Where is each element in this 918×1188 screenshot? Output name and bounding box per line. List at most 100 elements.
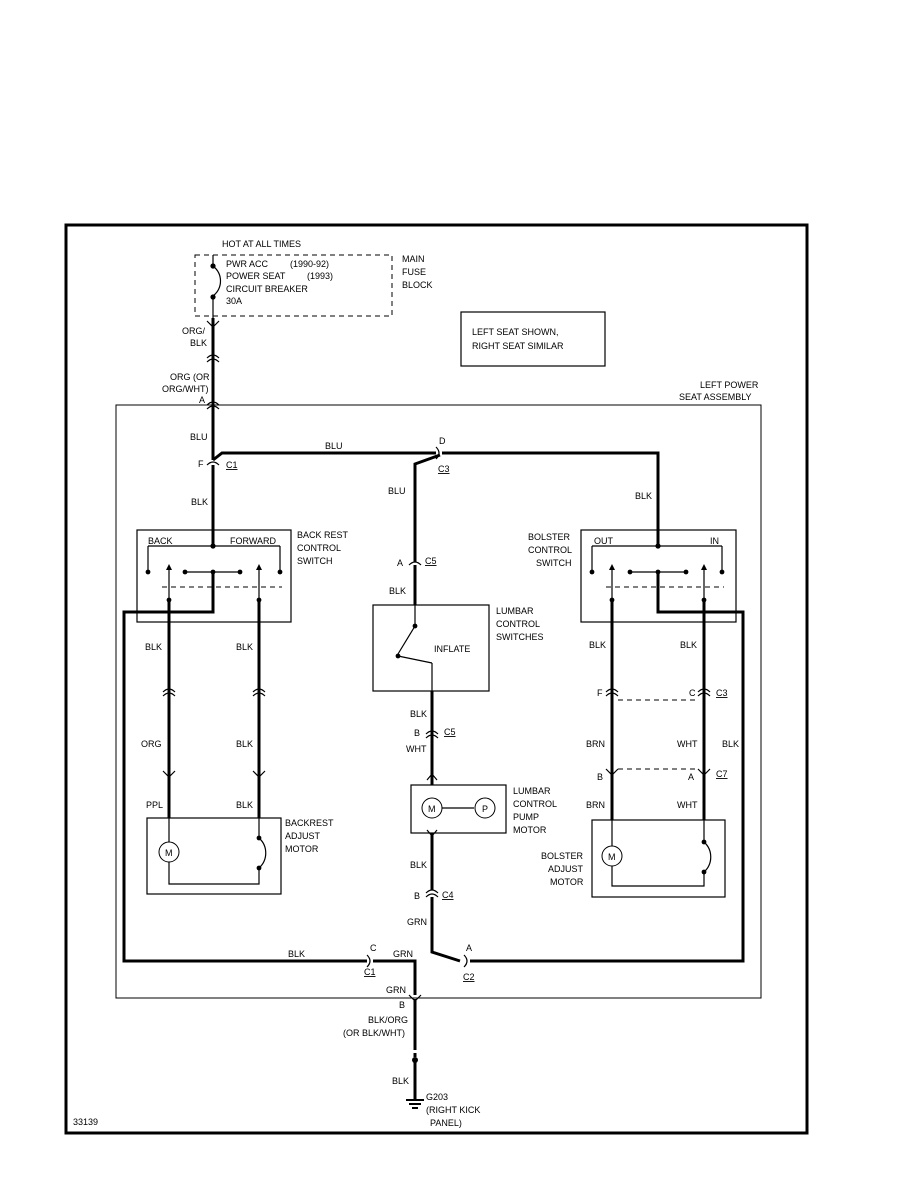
bolster-b-label: B <box>597 772 603 782</box>
bolster-motor-return <box>611 866 705 887</box>
bottom-a-label: A <box>466 943 472 953</box>
lumbar-c5-bottom-mark <box>425 730 439 735</box>
blk-left-label-2: BLK <box>236 642 253 652</box>
brn-label-1: BRN <box>586 739 605 749</box>
backrest-conn-3 <box>162 770 176 778</box>
blu-lumbar-wire <box>413 453 441 562</box>
bolster-blade-left-tip <box>609 564 615 570</box>
connector-c1-mark <box>206 461 220 466</box>
bolster-switch-outline <box>580 529 737 623</box>
lumbar-switch-name-3: SWITCHES <box>496 632 544 642</box>
backrest-conn-1b <box>162 692 176 697</box>
bolster-c3-mark-right-b <box>697 692 711 697</box>
blk-ground-label: BLK <box>392 1076 409 1086</box>
lumbar-inflate-label: INFLATE <box>434 644 470 654</box>
blk-org-label-2: (OR BLK/WHT) <box>343 1028 405 1038</box>
bolster-f-label: F <box>597 688 603 698</box>
connector-c3-top-label: C3 <box>438 464 450 474</box>
bolster-c3-mark-left-b <box>605 692 619 697</box>
backrest-conn-4 <box>252 770 266 778</box>
pump-motor-name-1: LUMBAR <box>513 786 551 796</box>
connector-f-label: F <box>198 459 204 469</box>
backrest-adjust-motor: M BACKREST ADJUST MOTOR <box>146 817 334 895</box>
bolster-switch-name-3: SWITCH <box>536 558 572 568</box>
bolster-adjust-motor: M BOLSTER ADJUST MOTOR <box>541 819 726 898</box>
pump-motor-name-4: MOTOR <box>513 825 547 835</box>
pump-ground-wiring: BLK B C4 GRN <box>407 833 461 963</box>
backrest-motor-name-3: MOTOR <box>285 844 319 854</box>
bolster-feed-dot <box>655 543 661 549</box>
pump-motor-arrow-in <box>426 773 438 781</box>
inline-connector-1b <box>206 358 220 363</box>
org-or-label-1: ORG (OR <box>170 372 210 382</box>
circuit-breaker-symbol <box>212 265 222 297</box>
org-left-label: ORG <box>141 739 162 749</box>
backrest-back-label: BACK <box>148 536 173 546</box>
backrest-switch-name-1: BACK REST <box>297 530 349 540</box>
connector-d-label: D <box>439 436 446 446</box>
bolster-switch-name-1: BOLSTER <box>528 532 571 542</box>
seat-assembly-outline <box>115 404 762 999</box>
lumbar-c5-bottom-label: C5 <box>444 727 456 737</box>
backrest-blade-left-tip <box>166 564 172 570</box>
backrest-contact-1 <box>145 569 151 575</box>
pump-motor-outline <box>410 784 507 834</box>
ground-location-1: (RIGHT KICK <box>426 1105 480 1115</box>
note-box-outline <box>460 311 606 367</box>
blk-lumbar-out-label: BLK <box>410 709 427 719</box>
bolster-ground-wire <box>470 572 745 963</box>
org-blk-label-2: BLK <box>190 338 207 348</box>
backrest-switch-name-2: CONTROL <box>297 543 341 553</box>
blk-main-label: BLK <box>191 497 208 507</box>
bolster-contact-2 <box>627 569 633 575</box>
blk-right-top-wire <box>442 451 660 546</box>
bottom-c1-label: C1 <box>364 967 376 977</box>
brn-label-2: BRN <box>586 800 605 810</box>
blk-right-top-label: BLK <box>635 491 652 501</box>
blk-left-label-4: BLK <box>236 800 253 810</box>
grn-wire <box>430 897 461 963</box>
wht-label-2: WHT <box>677 800 698 810</box>
ground-b-label: B <box>399 1000 405 1010</box>
grn-splice-wire <box>373 959 417 995</box>
main-fuse-block: HOT AT ALL TIMES PWR ACC (1990-92) POWER… <box>194 239 433 318</box>
backrest-switch-name-3: SWITCH <box>297 556 333 566</box>
backrest-conn-2a <box>252 688 266 693</box>
bolster-limit-switch <box>703 841 712 873</box>
c4-mark-b <box>425 893 439 898</box>
pump-motor-name-3: PUMP <box>513 812 539 822</box>
lumbar-switch-blade <box>397 625 416 655</box>
blu-top-label: BLU <box>325 441 343 451</box>
backrest-motor-wiring: BLK BLK ORG BLK PPL BLK <box>141 600 266 818</box>
seat-assembly-label-1: LEFT POWER <box>700 380 759 390</box>
backrest-motor-name-1: BACKREST <box>285 818 334 828</box>
backrest-limit-dot-bottom <box>256 865 262 871</box>
ground-name-label: G203 <box>426 1092 448 1102</box>
pump-p: P <box>482 804 488 814</box>
bolster-c7-mark-left <box>605 768 619 776</box>
pwr-acc-label: PWR ACC <box>226 259 269 269</box>
lumbar-c5-top-label: C5 <box>425 556 437 566</box>
blk-lumbar-in-label: BLK <box>389 586 406 596</box>
backrest-motor-return <box>168 862 260 885</box>
backrest-limit-switch <box>258 837 267 869</box>
wht-lumbar-label: WHT <box>406 744 427 754</box>
power-seat-label: POWER SEAT <box>226 271 286 281</box>
bolster-c7-label: C7 <box>716 769 728 779</box>
bottom-c2-label: C2 <box>463 972 475 982</box>
grn-label-1: GRN <box>407 917 427 927</box>
org-blk-label-1: ORG/ <box>182 326 206 336</box>
main-fuse-block-name-2: FUSE <box>402 267 426 277</box>
bolster-motor-name-3: MOTOR <box>550 877 584 887</box>
ground-splice: BLK C C1 GRN A C2 GRN B BLK/ORG (OR BLK/… <box>288 943 480 1128</box>
backrest-forward-label: FORWARD <box>230 536 276 546</box>
seat-assembly-label-2: SEAT ASSEMBLY <box>679 392 752 402</box>
bolster-c3-mark-right <box>697 688 711 693</box>
grn-label-2: GRN <box>393 949 413 959</box>
hot-at-all-times-label: HOT AT ALL TIMES <box>222 239 301 249</box>
lumbar-a-label: A <box>397 558 403 568</box>
bottom-c1-mark <box>366 954 371 968</box>
lumbar-circuit: A C5 BLK INFLATE LUMBAR CONTROL SWITCHES… <box>372 556 544 785</box>
bolster-motor-outline <box>591 819 726 898</box>
pwr-acc-years: (1990-92) <box>290 259 329 269</box>
